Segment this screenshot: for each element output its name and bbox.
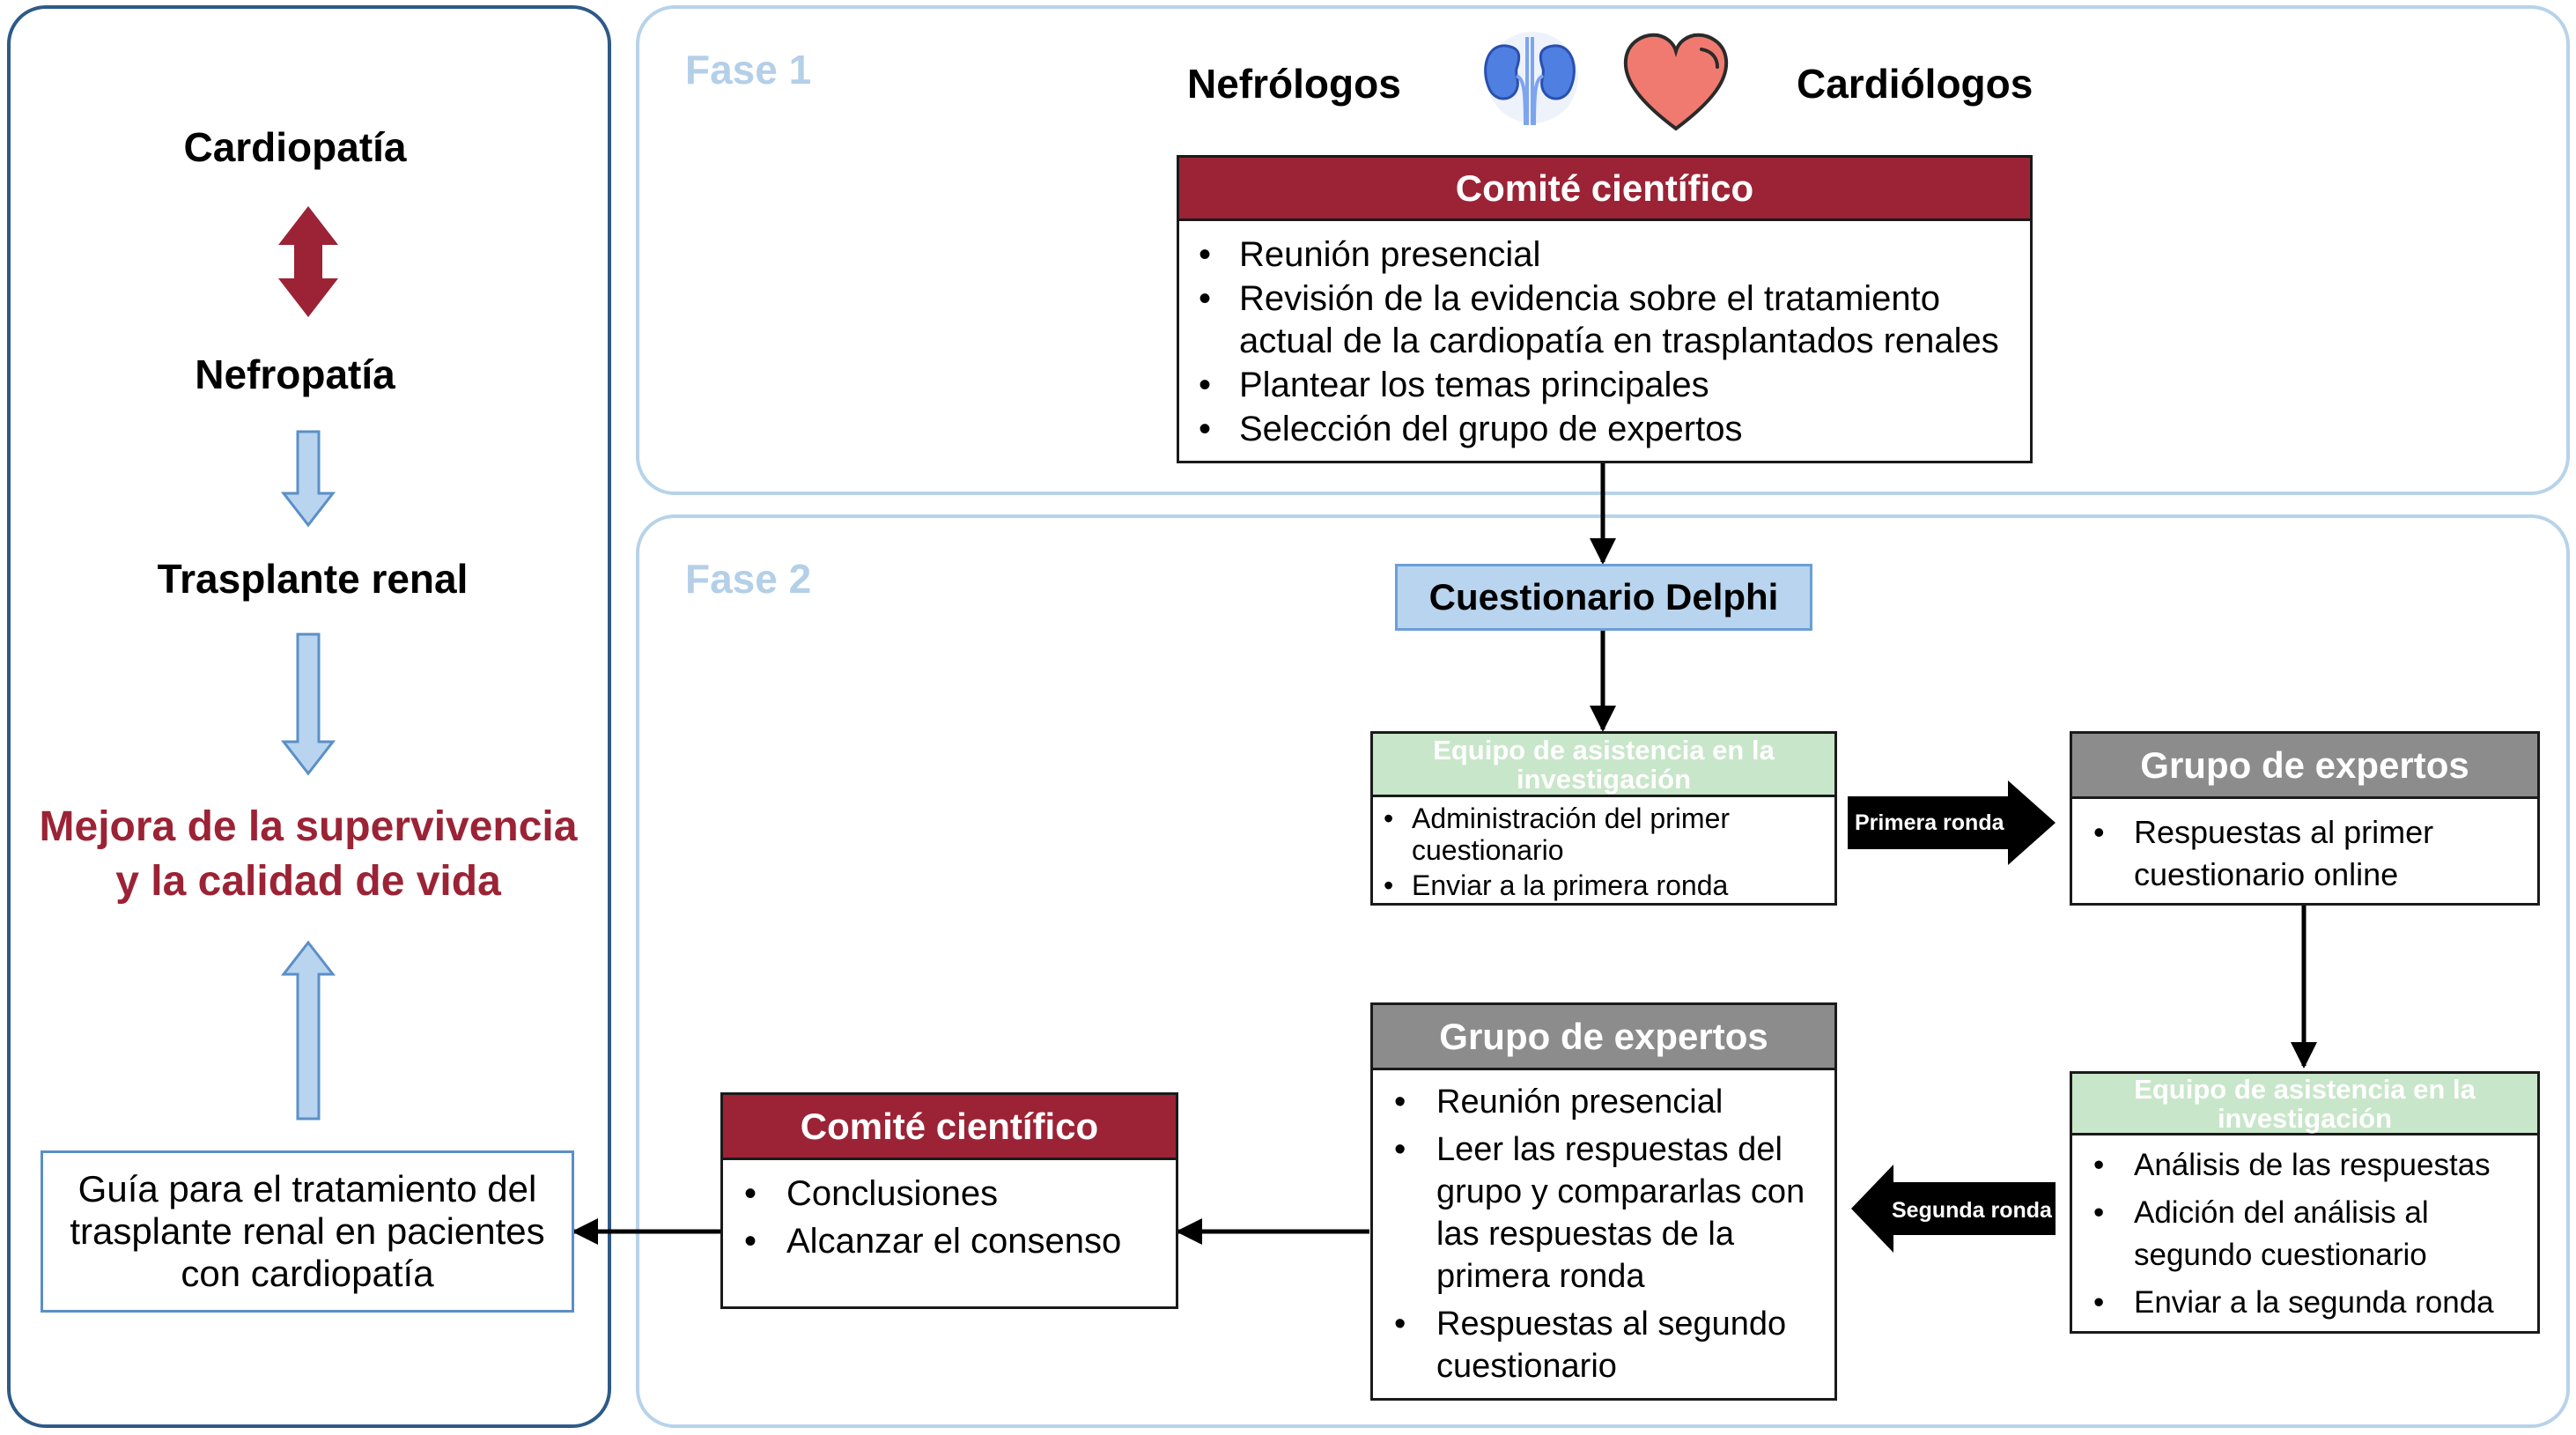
expert-group-title-1: Grupo de expertos [2072, 734, 2537, 799]
double-arrow-cardio-nephro [278, 206, 338, 317]
list-item: Respuestas al primer cuestionario online [2072, 811, 2537, 896]
expert-group-box-1: Grupo de expertos Respuestas al primer c… [2070, 731, 2540, 906]
down-arrow-2 [280, 632, 336, 776]
kidney-icon [1473, 26, 1587, 132]
expert-group-title-2: Grupo de expertos [1373, 1005, 1834, 1070]
list-item: Enviar a la primera ronda [1373, 869, 1834, 901]
first-round-label: Primera ronda [1855, 810, 2004, 835]
committee-list-2: Conclusiones Alcanzar el consenso [723, 1160, 1176, 1262]
list-item: Conclusiones [723, 1172, 1176, 1215]
up-arrow-guide [280, 940, 336, 1121]
list-item: Selección del grupo de expertos [1179, 408, 2030, 450]
research-team-title-2: Equipo de asistencia en la investigación [2072, 1074, 2537, 1135]
delphi-questionnaire-box: Cuestionario Delphi [1395, 564, 1812, 631]
list-item: Adición del análisis al segundo cuestion… [2072, 1192, 2537, 1276]
goal-text: Mejora de la supervivencia y la calidad … [18, 800, 599, 909]
expert-group-box-2: Grupo de expertos Reunión presencial Lee… [1370, 1002, 1837, 1401]
left-panel [7, 5, 611, 1428]
list-item: Reunión presencial [1373, 1081, 1834, 1123]
list-item: Reunión presencial [1179, 233, 2030, 276]
committee-list: Reunión presencial Revisión de la eviden… [1179, 221, 2030, 450]
first-round-arrow [1848, 780, 2056, 865]
list-item: Alcanzar el consenso [723, 1220, 1176, 1262]
expert-group-list-2: Reunión presencial Leer las respuestas d… [1373, 1070, 1834, 1387]
heart-icon [1620, 30, 1731, 134]
research-team-list-2: Análisis de las respuestas Adición del a… [2072, 1135, 2537, 1324]
phase2-label: Fase 2 [685, 556, 812, 602]
down-arrow-1 [280, 430, 336, 528]
goal-line-2: y la calidad de vida [115, 858, 501, 905]
research-team-title-1: Equipo de asistencia en la investigación [1373, 734, 1834, 797]
cardiologists-label: Cardiólogos [1797, 61, 2033, 107]
committee-title: Comité científico [1179, 158, 2030, 221]
list-item: Análisis de las respuestas [2072, 1144, 2537, 1187]
research-team-box-2: Equipo de asistencia en la investigación… [2070, 1071, 2540, 1334]
list-item: Respuestas al segundo cuestionario [1373, 1303, 1834, 1387]
second-round-label: Segunda ronda [1892, 1197, 2052, 1223]
goal-line-1: Mejora de la supervivencia [39, 803, 578, 850]
list-item: Enviar a la segunda ronda [2072, 1282, 2537, 1324]
nephropathy-label: Nefropatía [195, 351, 395, 397]
phase1-label: Fase 1 [685, 47, 812, 92]
scientific-committee-box-2: Comité científico Conclusiones Alcanzar … [720, 1092, 1178, 1309]
expert-group-list-1: Respuestas al primer cuestionario online [2072, 799, 2537, 896]
research-team-box-1: Equipo de asistencia en la investigación… [1370, 731, 1837, 906]
second-round-arrow [1851, 1165, 2056, 1253]
treatment-guide-box: Guía para el tratamiento del trasplante … [41, 1150, 574, 1313]
nephrologists-label: Nefrólogos [1187, 61, 1401, 107]
cardiopathy-label: Cardiopatía [183, 124, 407, 170]
committee-title-2: Comité científico [723, 1095, 1176, 1160]
list-item: Revisión de la evidencia sobre el tratam… [1179, 277, 2030, 362]
scientific-committee-box: Comité científico Reunión presencial Rev… [1177, 155, 2033, 463]
kidney-transplant-label: Trasplante renal [157, 556, 469, 602]
list-item: Plantear los temas principales [1179, 364, 2030, 406]
list-item: Administración del primer cuestionario [1373, 803, 1834, 866]
list-item: Leer las respuestas del grupo y comparar… [1373, 1128, 1834, 1298]
research-team-list-1: Administración del primer cuestionario E… [1373, 797, 1834, 901]
